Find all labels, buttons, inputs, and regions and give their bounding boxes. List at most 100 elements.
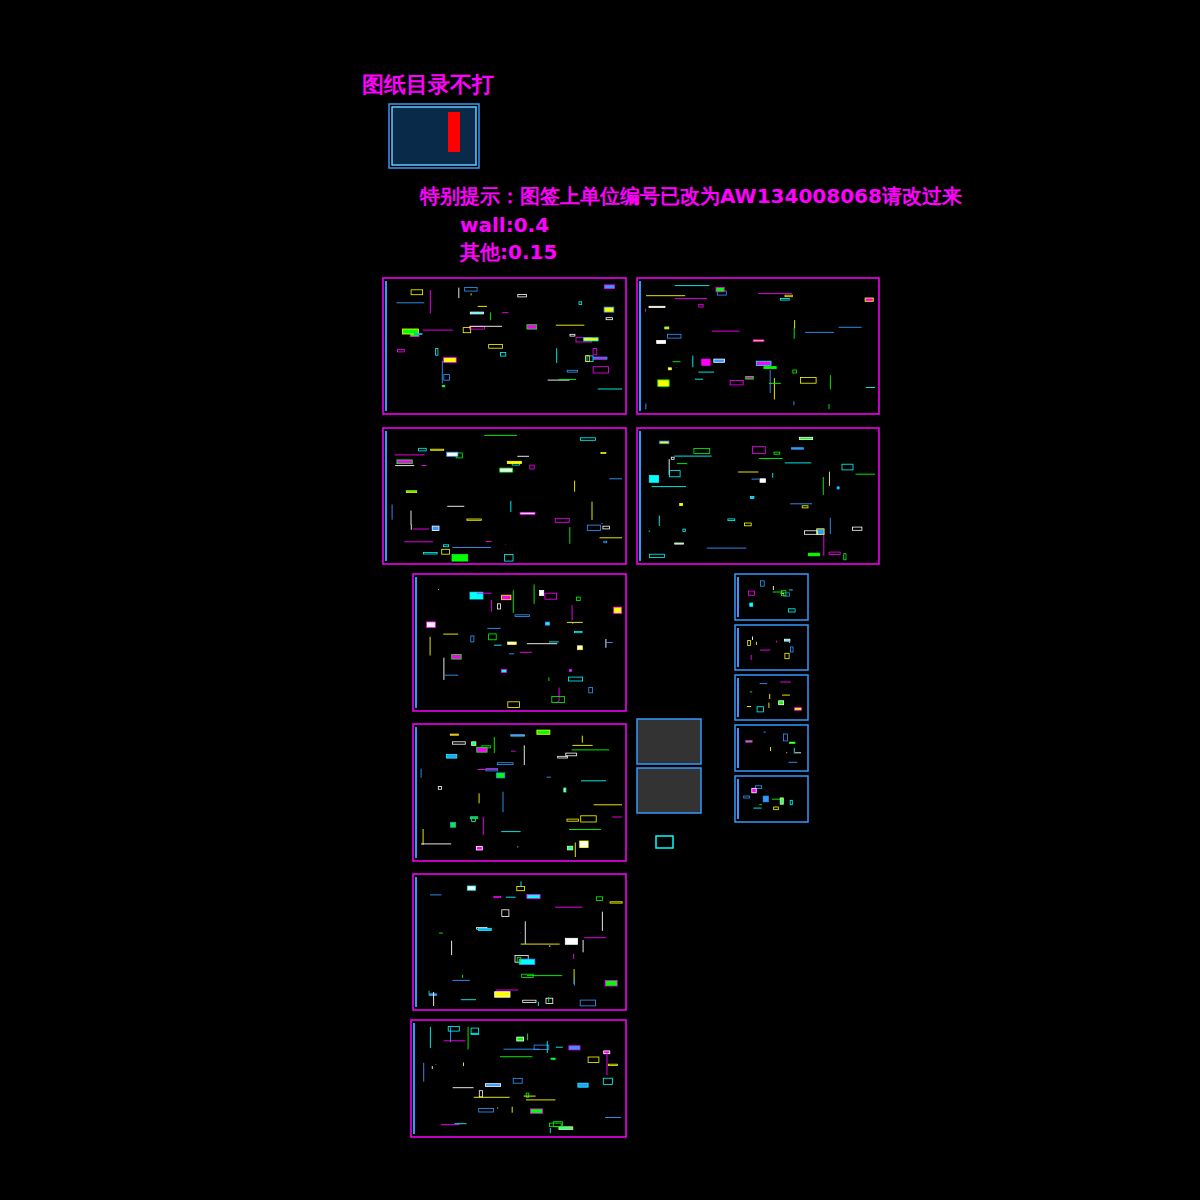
plan-line: [601, 523, 602, 524]
plan-line: [430, 1027, 431, 1048]
plan-element: [753, 447, 766, 454]
plan-element: [675, 543, 684, 544]
plan-element: [565, 938, 577, 944]
plan-element: [479, 1109, 494, 1112]
plan-line: [573, 954, 574, 959]
plan-line: [572, 605, 573, 620]
plan-element: [702, 359, 710, 365]
small-sheet: [735, 776, 808, 822]
plan-element: [714, 359, 725, 362]
plan-line: [677, 463, 688, 464]
index-sheet-inner: [392, 107, 476, 165]
plan-element: [581, 816, 597, 822]
title-strip: [639, 431, 641, 561]
plan-element: [489, 345, 503, 349]
plan-line: [769, 383, 781, 384]
plan-line: [404, 541, 433, 542]
plan-element: [414, 333, 422, 334]
plan-element: [470, 817, 477, 819]
plan-line: [450, 1027, 451, 1042]
plan-line: [659, 516, 660, 527]
plan-line: [646, 295, 685, 296]
plan-element: [517, 887, 525, 891]
plan-line: [569, 527, 570, 544]
plan-line: [487, 628, 500, 629]
plan-line: [866, 387, 875, 388]
plan-element: [761, 581, 765, 586]
plan-line: [453, 1087, 474, 1088]
plan-element: [451, 823, 456, 828]
plan-element: [789, 742, 795, 743]
plan-line: [789, 589, 793, 590]
plan-line: [669, 552, 670, 553]
plan-element: [601, 452, 606, 453]
plan-element: [829, 552, 840, 554]
plan-element: [508, 702, 520, 708]
plan-element: [527, 325, 537, 329]
plan-element: [472, 742, 476, 746]
plan-element: [604, 307, 614, 312]
plan-element: [774, 452, 780, 454]
plan-element: [467, 519, 481, 520]
plan-element: [518, 294, 527, 297]
plan-line: [494, 737, 495, 753]
plan-element: [593, 367, 609, 373]
plan-element: [699, 304, 703, 307]
plan-line: [612, 817, 622, 818]
plan-line: [780, 682, 791, 683]
plan-line: [444, 1040, 466, 1041]
plan-line: [478, 306, 487, 307]
plan-element: [463, 328, 471, 333]
small-sheet: [735, 625, 808, 670]
plan-line: [471, 293, 472, 295]
plan-element: [442, 385, 445, 387]
plan-element: [580, 841, 588, 848]
plan-element: [578, 1083, 588, 1087]
plan-line: [505, 544, 506, 545]
plan-element: [452, 742, 465, 744]
plan-element: [837, 487, 839, 489]
plan-line: [786, 752, 787, 753]
plan-line: [451, 941, 452, 955]
plan-line: [574, 481, 575, 492]
plan-line: [430, 894, 442, 895]
plan-element: [447, 452, 458, 456]
plan-element: [793, 370, 797, 373]
title-strip: [415, 877, 417, 1007]
plan-element: [791, 647, 793, 652]
plan-line: [500, 1056, 532, 1057]
plan-line: [830, 518, 831, 534]
plan-line: [768, 703, 769, 708]
plan-element: [802, 506, 808, 508]
plan-element: [559, 1127, 573, 1130]
plan-element: [479, 1091, 482, 1097]
plan-element: [448, 1027, 459, 1032]
plan-element: [790, 800, 792, 804]
plan-line: [527, 1034, 528, 1041]
plan-element: [580, 1000, 595, 1006]
plan-element: [788, 609, 795, 612]
plan-line: [788, 762, 797, 763]
plan-line: [503, 1049, 539, 1050]
plan-element: [785, 653, 789, 658]
plan-line: [430, 290, 431, 313]
title-strip: [737, 577, 739, 617]
plan-line: [592, 502, 593, 520]
plan-line: [439, 933, 443, 934]
plan-line: [549, 641, 559, 642]
plan-element: [730, 381, 743, 385]
sheet-frame: [413, 574, 626, 711]
plan-element: [757, 707, 764, 712]
plan-line: [524, 748, 525, 749]
plan-line: [423, 1063, 424, 1082]
title-strip: [639, 281, 641, 411]
plan-element: [748, 641, 751, 646]
plan-element: [495, 992, 510, 998]
plan-element: [511, 735, 525, 736]
plan-line: [496, 990, 518, 991]
plan-line: [609, 478, 622, 479]
plan-element: [508, 642, 517, 644]
plan-line: [510, 501, 511, 512]
plan-element: [530, 465, 534, 469]
plan-element: [774, 807, 779, 810]
